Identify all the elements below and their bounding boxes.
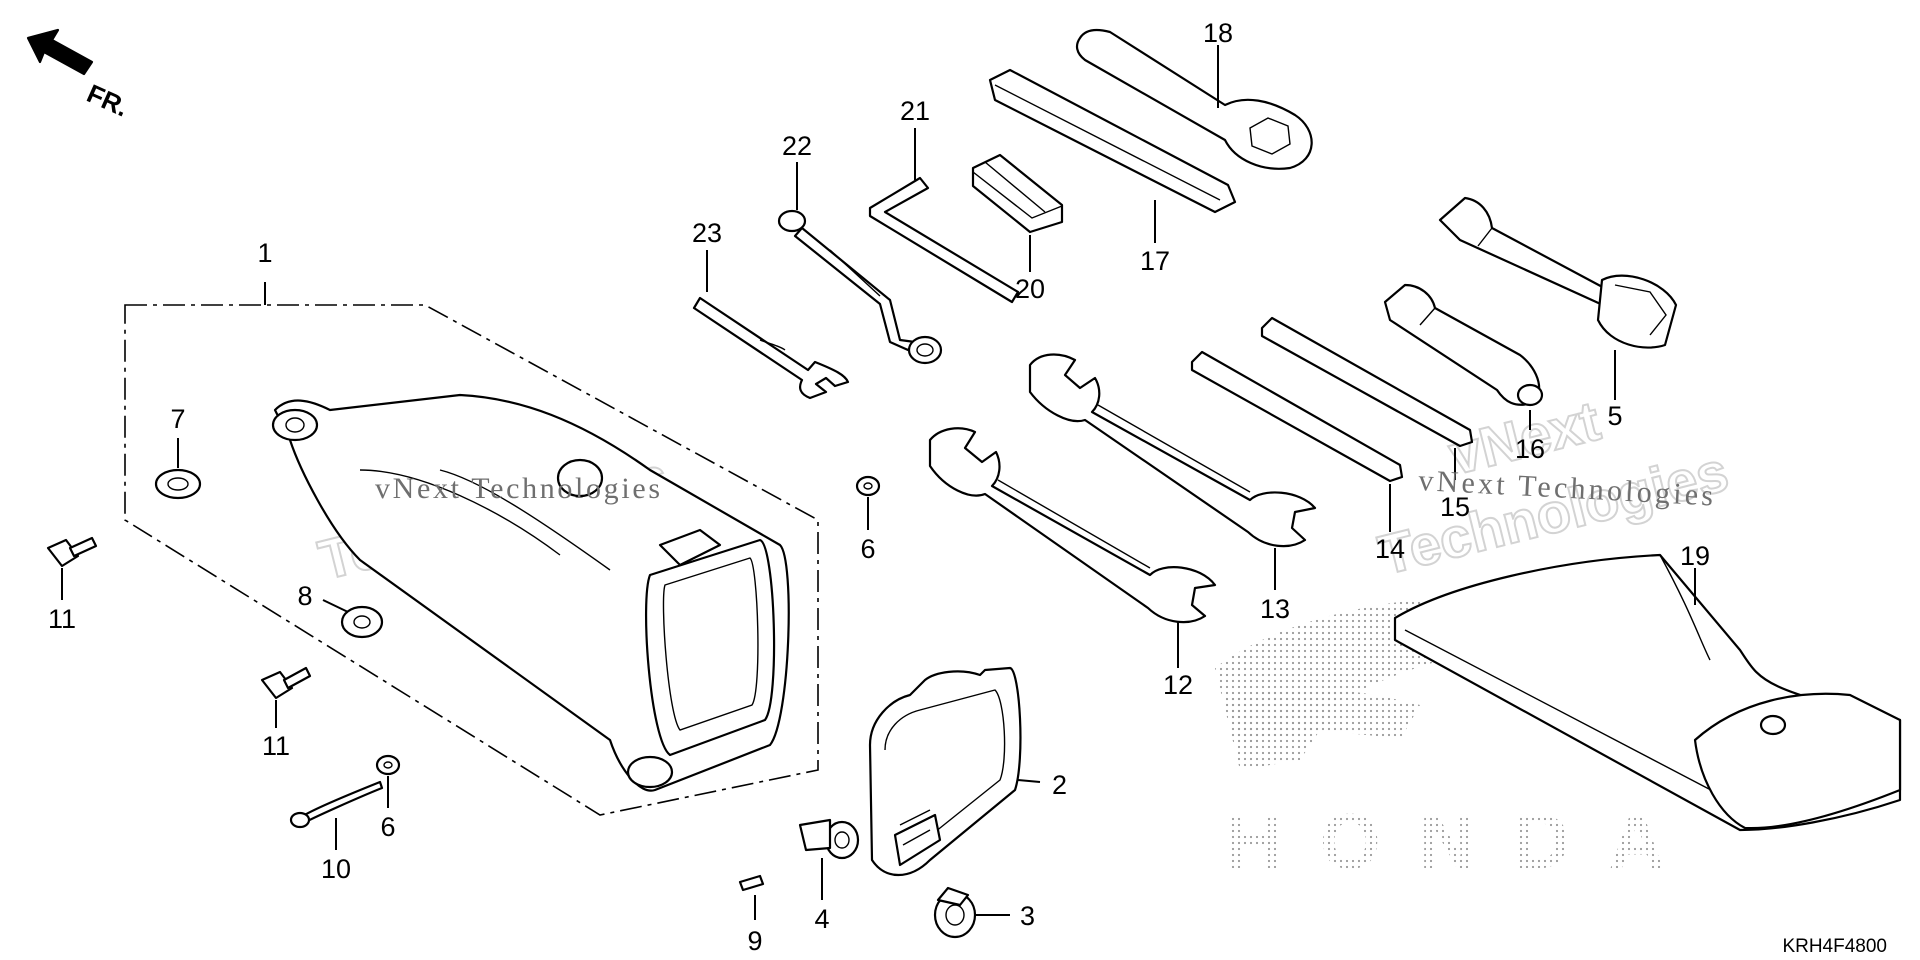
callout-label-3: 3 bbox=[1020, 901, 1035, 931]
leader-2 bbox=[1017, 779, 1041, 783]
callout-label-2: 2 bbox=[1052, 770, 1067, 800]
callout-label-1: 1 bbox=[257, 238, 272, 268]
callout-label-6-right: 6 bbox=[860, 534, 875, 564]
callout-label-18: 18 bbox=[1203, 18, 1233, 48]
tool-bag-19 bbox=[1393, 553, 1902, 832]
washer-6-left bbox=[375, 754, 401, 776]
grommet-7 bbox=[154, 468, 202, 500]
callout-label-22: 22 bbox=[782, 131, 812, 161]
split-pin-10 bbox=[289, 780, 384, 829]
assembly-group-box bbox=[124, 304, 819, 816]
callout-label-23: 23 bbox=[692, 218, 722, 248]
wrench-23 bbox=[692, 296, 850, 400]
key-cylinder-3 bbox=[933, 886, 977, 939]
callout-label-11-upper: 11 bbox=[48, 604, 76, 634]
box-wrench-22 bbox=[777, 209, 943, 365]
open-wrench-12 bbox=[928, 427, 1217, 624]
callout-label-21: 21 bbox=[900, 96, 930, 126]
arrow-icon bbox=[26, 28, 94, 76]
leader-8 bbox=[322, 599, 349, 613]
callout-label-16: 16 bbox=[1515, 434, 1545, 464]
grommet-8 bbox=[340, 605, 384, 639]
callout-label-4: 4 bbox=[814, 904, 829, 934]
callout-label-11-lower: 11 bbox=[262, 731, 290, 761]
ring-wrench-18 bbox=[1075, 28, 1313, 170]
callout-label-19: 19 bbox=[1680, 541, 1710, 571]
clip-20 bbox=[971, 153, 1064, 234]
latch-4 bbox=[798, 818, 860, 860]
callout-label-14: 14 bbox=[1375, 534, 1405, 564]
washer-6-right bbox=[855, 475, 881, 497]
callout-label-5: 5 bbox=[1607, 401, 1622, 431]
dotted-wing-lower bbox=[1225, 688, 1420, 745]
callout-label-7: 7 bbox=[170, 404, 185, 434]
watermark-brand-left: vNext Technologies bbox=[375, 472, 660, 505]
hex-key-21 bbox=[868, 176, 1020, 304]
screwdriver-15 bbox=[1260, 316, 1474, 448]
diagram-code: KRH4F4800 bbox=[1782, 936, 1887, 957]
front-direction-arrow: FR. bbox=[26, 28, 133, 123]
screwdriver-handle-16 bbox=[1383, 283, 1544, 407]
bolt-11-upper bbox=[46, 536, 98, 568]
callout-labels: 1 2 3 4 5 6 6 7 8 9 10 11 11 12 13 14 15… bbox=[48, 18, 1710, 956]
callout-label-13: 13 bbox=[1260, 594, 1290, 624]
direction-label: FR. bbox=[83, 78, 133, 122]
callout-label-9: 9 bbox=[747, 926, 762, 956]
tool-box-lid bbox=[868, 666, 1022, 876]
callout-label-17: 17 bbox=[1140, 246, 1170, 276]
bolt-11-lower bbox=[260, 666, 312, 700]
callout-label-10: 10 bbox=[321, 854, 351, 884]
screwdriver-14 bbox=[1190, 350, 1404, 483]
callout-label-6-left: 6 bbox=[380, 812, 395, 842]
pin-9 bbox=[738, 874, 765, 892]
callout-label-12: 12 bbox=[1163, 670, 1193, 700]
callout-label-20: 20 bbox=[1015, 274, 1045, 304]
callout-label-15: 15 bbox=[1440, 492, 1470, 522]
open-wrench-13 bbox=[1028, 353, 1317, 548]
tool-box bbox=[271, 393, 790, 792]
tool-box-opening bbox=[644, 538, 776, 757]
dotted-logo-text: HONDA bbox=[1225, 797, 1665, 885]
tool-box-mount-ear bbox=[271, 408, 319, 442]
handle-17 bbox=[988, 68, 1237, 214]
socket-5 bbox=[1438, 196, 1678, 349]
callout-label-8: 8 bbox=[297, 581, 312, 611]
